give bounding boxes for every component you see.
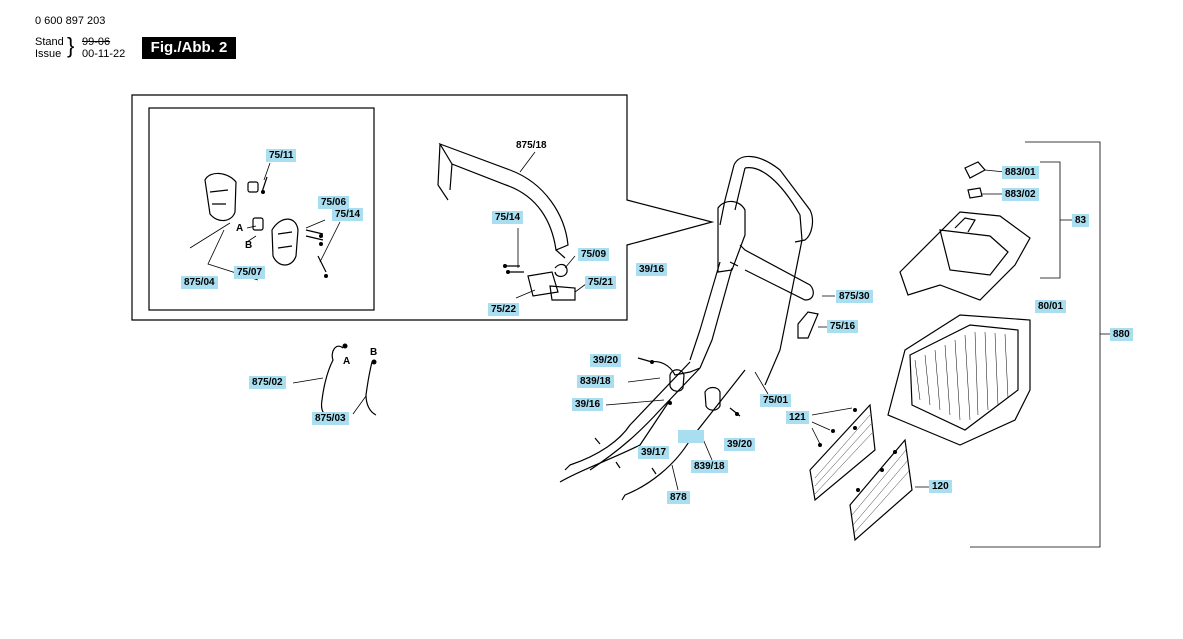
brace-icon: }: [67, 33, 75, 58]
callout-75-14[interactable]: 75/14: [492, 211, 524, 224]
callout-883-01[interactable]: 883/01: [1002, 166, 1039, 179]
lower-handle-left-shape: [564, 361, 691, 471]
callout-75-14-detail[interactable]: 75/14: [332, 208, 364, 221]
wheel-knob-right: [704, 386, 721, 411]
callout-39-20-left[interactable]: 39/20: [590, 354, 622, 367]
issue-date: 00-11-22: [82, 48, 126, 60]
side-panel-120: [849, 438, 913, 542]
callout-875-03[interactable]: 875/03: [312, 412, 349, 425]
callout-75-01[interactable]: 75/01: [760, 394, 792, 407]
callout-120[interactable]: 120: [929, 480, 952, 493]
leader-lines-detail: [189, 162, 341, 281]
callout-75-22[interactable]: 75/22: [488, 303, 520, 316]
detail-outer-frame: [131, 94, 715, 321]
side-panel-121: [809, 403, 876, 502]
callout-75-07[interactable]: 75/07: [234, 266, 266, 279]
cable-b-shape: [365, 361, 377, 416]
callout-875-04[interactable]: 875/04: [181, 276, 218, 289]
callout-75-06[interactable]: 75/06: [318, 196, 350, 209]
switch-cover-shape: [271, 218, 299, 266]
callout-75-21[interactable]: 75/21: [585, 276, 617, 289]
issue-label: Issue: [35, 48, 62, 60]
old-date: 99-06: [82, 36, 111, 48]
callout-75-16[interactable]: 75/16: [827, 320, 859, 333]
callout-83[interactable]: 83: [1072, 214, 1090, 227]
callout-75-11[interactable]: 75/11: [266, 149, 297, 162]
callout-875-30[interactable]: 875/30: [836, 290, 873, 303]
label-a-cable: A: [343, 356, 351, 367]
callout-121[interactable]: 121: [786, 411, 809, 424]
handle-detail-shape: [438, 142, 569, 251]
callout-875-02[interactable]: 875/02: [249, 376, 286, 389]
figure-badge: Fig./Abb. 2: [142, 37, 236, 59]
callout-39-16-lower[interactable]: 39/16: [572, 398, 604, 411]
callout-839-18-left[interactable]: 839/18: [577, 375, 614, 388]
label-b-cable: B: [370, 347, 378, 358]
catcher-lid-shape: [899, 211, 1031, 301]
label-b-detail: B: [245, 240, 253, 251]
callout-883-02[interactable]: 883/02: [1002, 188, 1039, 201]
callout-80-01[interactable]: 80/01: [1035, 300, 1067, 313]
console-shape: [717, 200, 746, 273]
callout-39-20-right[interactable]: 39/20: [724, 438, 756, 451]
cable-clip-shape: [797, 311, 819, 339]
catcher-body-shape: [887, 314, 1031, 446]
cable-a-shape: [320, 345, 344, 417]
switch-block-shape: [527, 271, 559, 297]
wheel-knob-left: [669, 369, 685, 392]
stand-label: Stand: [35, 36, 64, 48]
bracket-83: [1040, 161, 1072, 279]
middle-handle-shape: [649, 360, 701, 376]
callout-39-16-upper[interactable]: 39/16: [636, 263, 668, 276]
part-number: 0 600 897 203: [35, 15, 106, 27]
bracket-880: [970, 141, 1110, 548]
callout-839-18-right[interactable]: 839/18: [691, 460, 728, 473]
callout-39-17[interactable]: 39/17: [638, 446, 670, 459]
callout-878[interactable]: 878: [667, 491, 690, 504]
callout-blank[interactable]: [678, 430, 704, 443]
callout-75-09[interactable]: 75/09: [578, 248, 610, 261]
switch-housing-shape: [204, 172, 237, 222]
detail-inner-frame: [148, 107, 375, 311]
cable-bar-shape: [739, 244, 814, 301]
label-875-18: 875/18: [516, 140, 547, 151]
label-a-detail: A: [236, 223, 244, 234]
callout-880[interactable]: 880: [1110, 328, 1133, 341]
upper-handle-shape: [733, 156, 814, 243]
